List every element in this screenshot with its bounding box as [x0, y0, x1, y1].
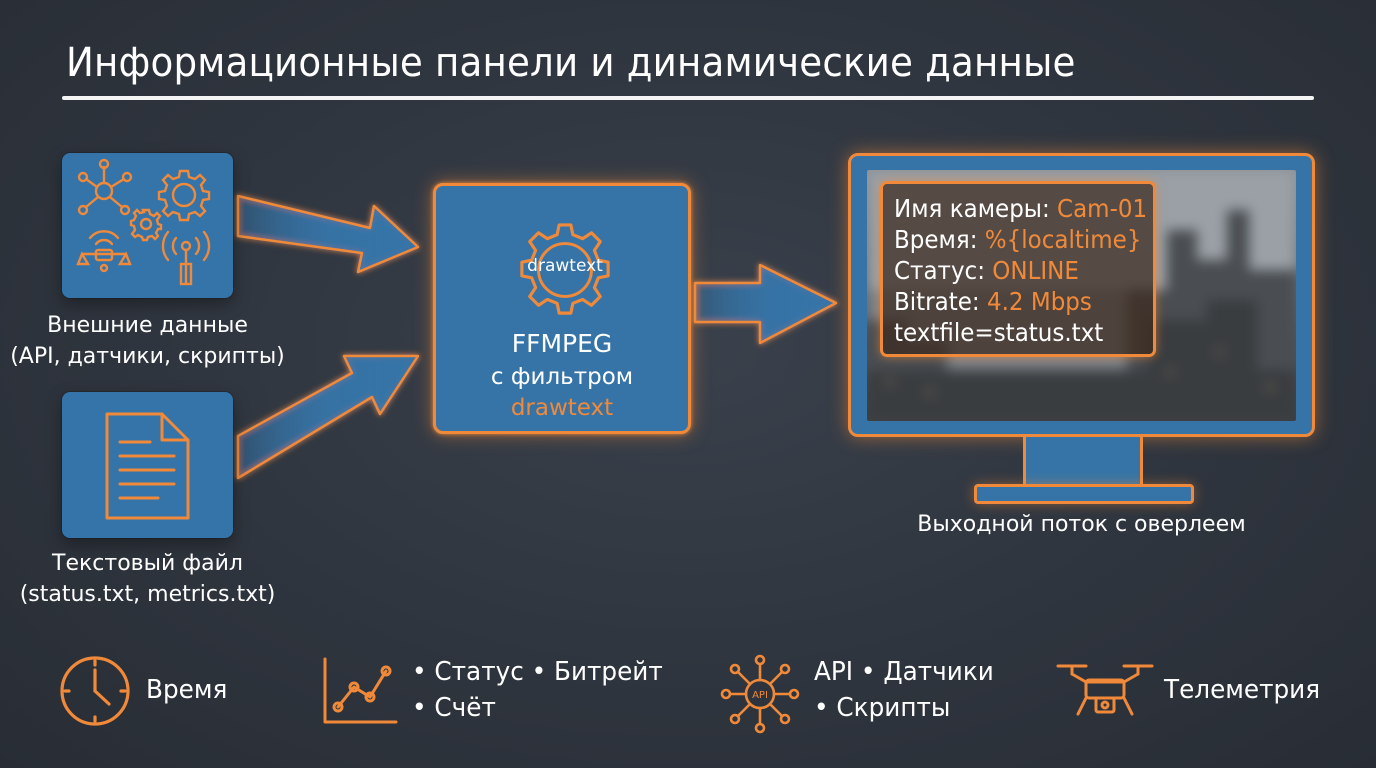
legend-time: Время — [58, 654, 258, 734]
monitor-stand-neck — [1023, 437, 1143, 487]
overlay-line-camera: Имя камеры: Cam-01 — [894, 194, 1147, 223]
ffmpeg-label: FFMPEG — [511, 329, 613, 358]
clock-icon — [60, 656, 130, 726]
overlay-label: Статус: — [894, 256, 993, 285]
overlay-value: 4.2 Mbps — [986, 287, 1092, 316]
legend-api-line2: • Скрипты — [814, 693, 951, 723]
title-underline — [62, 96, 1314, 100]
drawtext-label: drawtext — [510, 395, 614, 421]
drone-camera-icon — [1056, 664, 1154, 716]
external-data-caption-line1: Внешние данные — [47, 313, 248, 338]
text-file-caption: Текстовый файл (status.txt, metrics.txt) — [10, 548, 285, 610]
line-chart-icon — [323, 657, 398, 724]
overlay-value: %{localtime} — [984, 225, 1142, 254]
network-hub-icon — [77, 158, 133, 216]
external-data-icons — [76, 158, 211, 286]
overlay-value: ONLINE — [992, 256, 1079, 285]
text-file-tile — [62, 392, 233, 538]
drawtext-gear-icon — [520, 223, 610, 315]
antenna-icon — [161, 230, 211, 286]
legend-status-line1: • Статус • Битрейт — [412, 657, 663, 687]
ffmpeg-drawtext-box: drawtext FFMPEG с фильтром drawtext — [433, 183, 691, 434]
legend-telemetry: Телеметрия — [1056, 660, 1356, 724]
external-data-tile — [62, 153, 233, 298]
overlay-line-time: Время: %{localtime} — [894, 225, 1141, 254]
arrow-ffmpeg-to-output — [693, 263, 838, 345]
legend-telemetry-label: Телеметрия — [1164, 675, 1321, 705]
monitor-stand-base — [974, 484, 1194, 504]
output-caption: Выходной поток с оверлеем — [917, 512, 1246, 537]
drone-icon — [76, 230, 132, 273]
legend-time-label: Время — [146, 675, 228, 705]
arrow-external-to-ffmpeg — [236, 194, 420, 274]
legend-status-line2: • Счёт — [412, 693, 496, 723]
overlay-label: Время: — [894, 225, 985, 254]
text-file-caption-line1: Текстовый файл — [52, 551, 243, 576]
overlay-label: Имя камеры: — [894, 194, 1058, 223]
external-data-caption-line2: (API, датчики, скрипты) — [10, 344, 285, 369]
text-file-caption-line2: (status.txt, metrics.txt) — [19, 582, 276, 607]
overlay-value: Cam-01 — [1057, 194, 1148, 223]
gear-label: drawtext — [527, 256, 603, 276]
filter-label: с фильтром — [490, 364, 634, 390]
api-hub-icon: API — [720, 654, 800, 734]
small-gear-icon — [129, 208, 163, 242]
arrow-textfile-to-ffmpeg — [236, 354, 420, 480]
legend-api-line1: API • Датчики — [814, 657, 994, 687]
svg-text:API: API — [752, 690, 768, 701]
legend-api: API API • Датчики • Скрипты — [718, 652, 1018, 736]
gear-icon — [157, 169, 211, 222]
overlay-line-textfile: textfile=status.txt — [894, 318, 1103, 347]
overlay-label: Bitrate: — [894, 287, 987, 316]
text-overlay-panel: Имя камеры: Cam-01 Время: %{localtime} С… — [880, 181, 1156, 357]
document-icon — [105, 412, 190, 520]
external-data-caption: Внешние данные (API, датчики, скрипты) — [10, 310, 285, 372]
page-title: Информационные панели и динамические дан… — [66, 40, 1076, 86]
overlay-line-bitrate: Bitrate: 4.2 Mbps — [894, 287, 1092, 316]
overlay-label: textfile=status.txt — [894, 318, 1104, 347]
overlay-line-status: Статус: ONLINE — [894, 256, 1079, 285]
legend-status: • Статус • Битрейт • Счёт — [322, 654, 663, 734]
